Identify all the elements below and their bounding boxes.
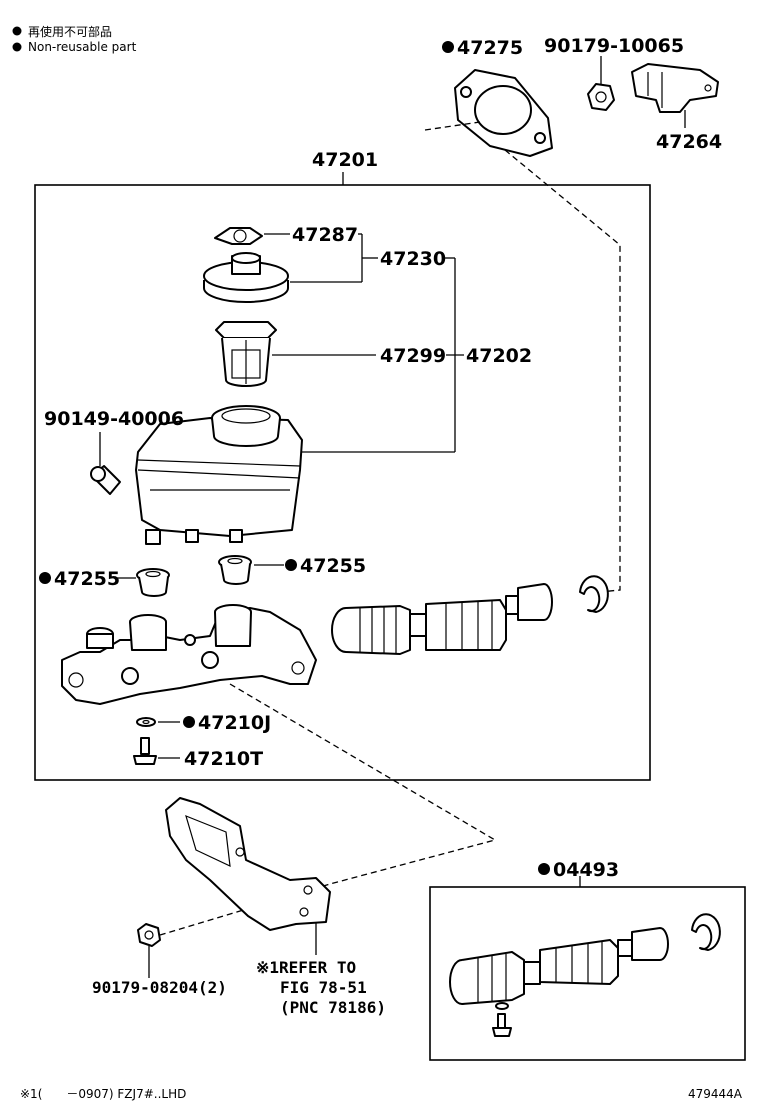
repair-kit-retaining-ring[interactable]: [691, 913, 721, 951]
reservoir-cap-47230[interactable]: [203, 252, 289, 303]
mount-dashed-line: [159, 683, 497, 936]
refer-line-1: ※1REFER TO: [256, 958, 356, 977]
non-reusable-bullet-icon: [442, 41, 454, 53]
part-label-47275[interactable]: 47275: [457, 37, 523, 59]
non-reusable-bullet-icon: [39, 572, 51, 584]
screw-90149-40006[interactable]: [90, 465, 121, 495]
part-label-47264[interactable]: 47264: [656, 131, 722, 153]
assembly-dashed-line: [424, 121, 621, 593]
non-reusable-bullet-icon: [183, 716, 195, 728]
retaining-ring[interactable]: [579, 575, 609, 613]
refer-line-3: (PNC 78186): [280, 998, 386, 1017]
footer-code: 479444A: [688, 1087, 743, 1101]
part-label-47230[interactable]: 47230: [380, 248, 446, 270]
part-label-90179-10065[interactable]: 90179-10065: [544, 35, 684, 57]
part-label-47201[interactable]: 47201: [312, 149, 378, 171]
part-label-47255-left[interactable]: 47255: [54, 568, 120, 590]
clip-47287[interactable]: [214, 227, 263, 245]
grommet-47255-right[interactable]: [218, 555, 252, 585]
repair-kit-bolt: [492, 1013, 512, 1037]
bracket-47264[interactable]: [631, 63, 719, 113]
part-label-47210J[interactable]: 47210J: [198, 712, 271, 734]
part-label-47299[interactable]: 47299: [380, 345, 446, 367]
part-label-47202[interactable]: 47202: [466, 345, 532, 367]
legend-bullet-icon: [12, 26, 22, 36]
part-label-04493[interactable]: 04493: [553, 859, 619, 881]
footer-note: ※1( －0907) FZJ7#..LHD: [20, 1087, 186, 1101]
legend-line-en: Non-reusable part: [28, 40, 137, 54]
non-reusable-bullet-icon: [538, 863, 550, 875]
mounting-bracket-ref[interactable]: [165, 797, 331, 931]
strainer-47299[interactable]: [215, 321, 277, 387]
bolt-47210T[interactable]: [133, 737, 157, 765]
repair-kit-washer: [495, 1002, 509, 1010]
nut-90179-08204[interactable]: [137, 923, 161, 947]
master-cylinder-body[interactable]: [61, 604, 317, 705]
non-reusable-bullet-icon: [285, 559, 297, 571]
piston-assembly[interactable]: [331, 583, 553, 655]
repair-kit-piston[interactable]: [449, 927, 669, 1005]
legend: 再使用不可部品 Non-reusable part: [12, 24, 137, 54]
part-label-47287[interactable]: 47287: [292, 224, 358, 246]
legend-bullet-icon: [12, 42, 22, 52]
part-label-47255-right[interactable]: 47255: [300, 555, 366, 577]
gasket-47275[interactable]: [454, 69, 553, 157]
washer-47210J[interactable]: [136, 717, 156, 727]
nut-90179-10065[interactable]: [587, 83, 615, 111]
reservoir-tank[interactable]: [135, 405, 303, 545]
grommet-47255-left[interactable]: [136, 568, 170, 597]
legend-line-jp: 再使用不可部品: [28, 24, 112, 39]
repair-kit-frame: [429, 886, 746, 1061]
part-label-90149-40006[interactable]: 90149-40006: [44, 408, 184, 430]
refer-line-2: FIG 78-51: [280, 978, 367, 997]
part-label-47210T[interactable]: 47210T: [184, 748, 263, 770]
part-label-90179-08204[interactable]: 90179-08204(2): [92, 978, 227, 997]
